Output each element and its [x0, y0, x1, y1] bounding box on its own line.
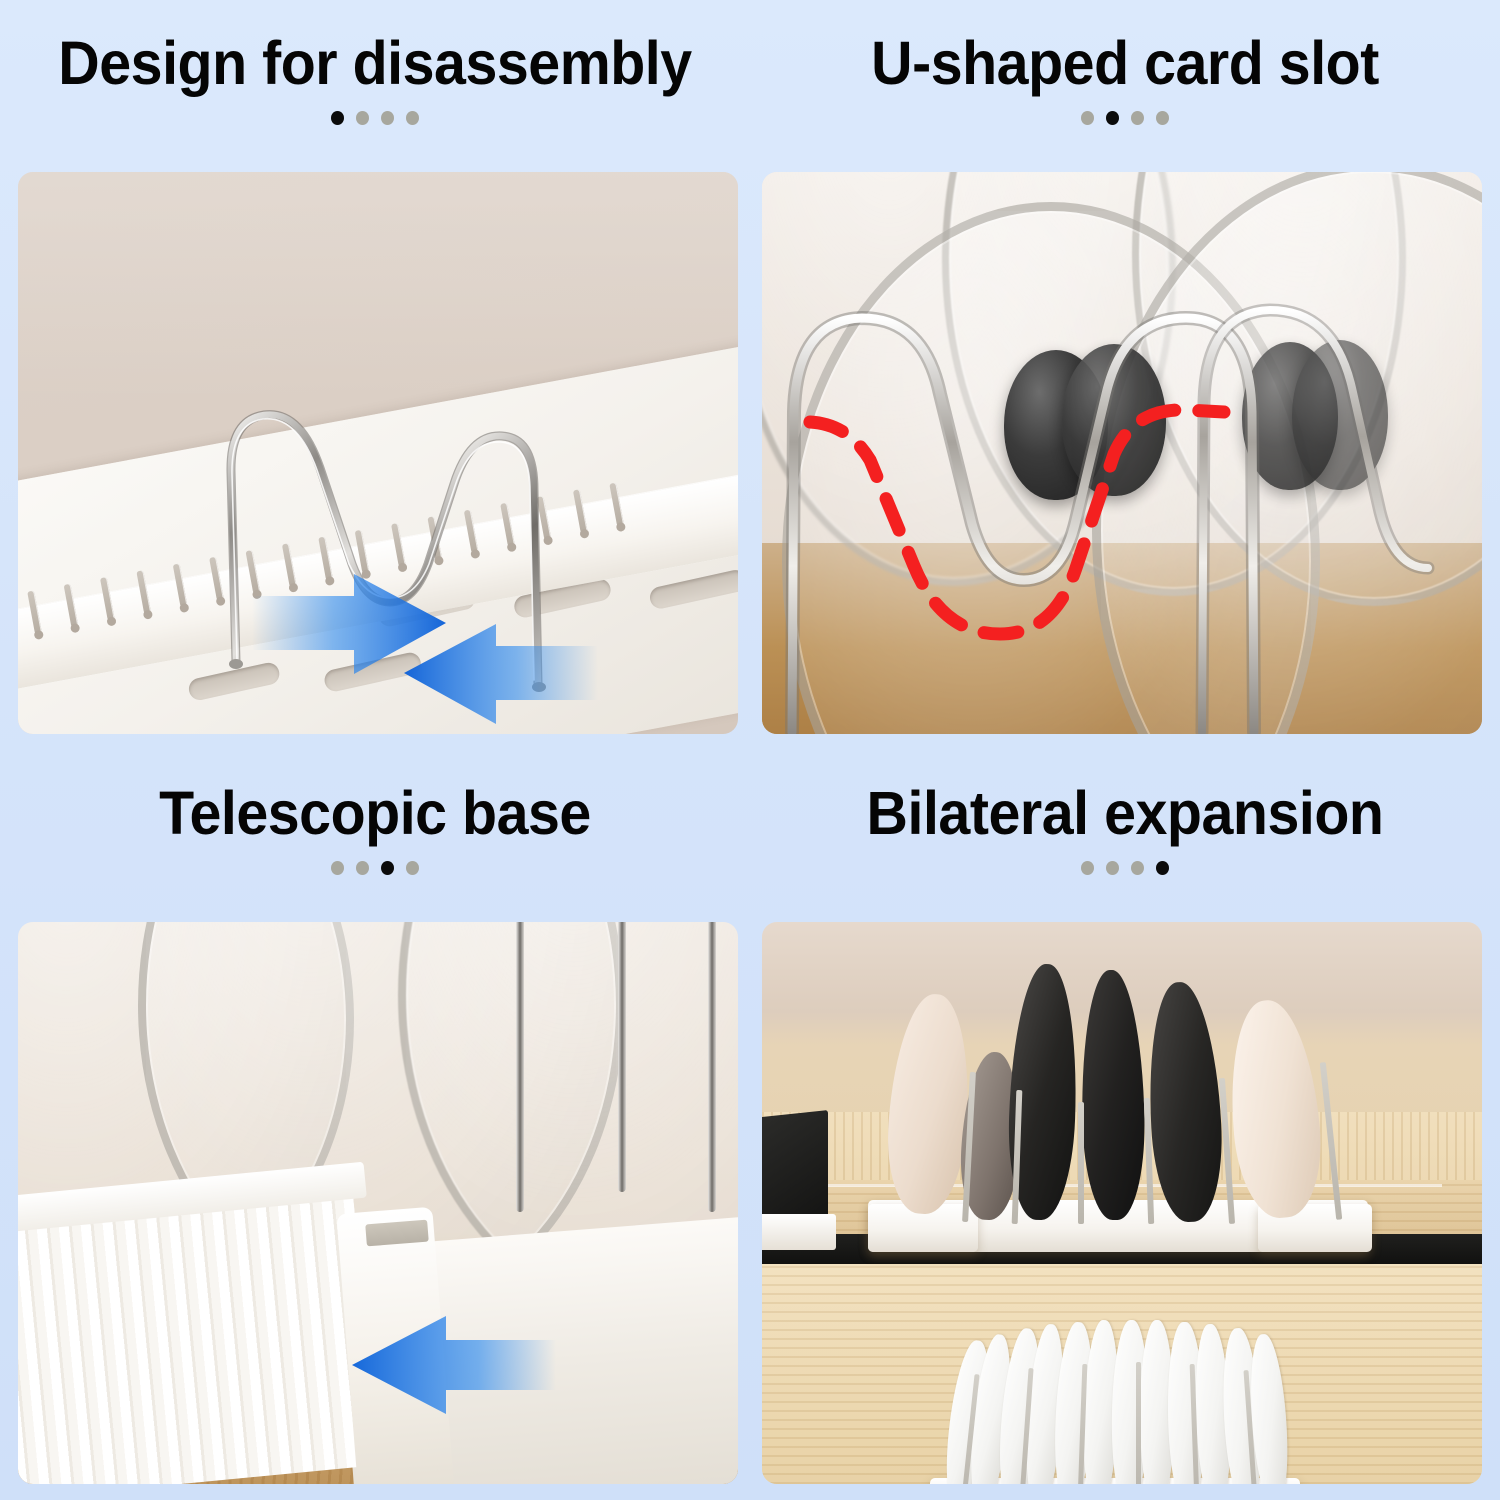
dot-indicator-2 — [1106, 861, 1119, 875]
dot-indicator-1 — [1081, 861, 1094, 875]
dot-indicator-4 — [1156, 111, 1169, 125]
panel-photo-u-slot — [762, 172, 1482, 734]
panel-title: Bilateral expansion — [866, 779, 1384, 847]
panel-title: Telescopic base — [159, 779, 591, 847]
panel-title: U-shaped card slot — [871, 29, 1379, 97]
panel-dots — [750, 861, 1500, 875]
panel-header: Telescopic base — [0, 750, 750, 922]
dot-indicator-2 — [1106, 111, 1119, 125]
arrow-left-icon — [404, 624, 598, 724]
dot-indicator-3 — [381, 111, 394, 125]
dot-indicator-1 — [331, 861, 344, 875]
panel-telescopic-base: Telescopic base — [0, 750, 750, 1500]
side-rack — [762, 1214, 836, 1250]
panel-title: Design for disassembly — [58, 29, 692, 97]
panel-u-shaped-card-slot: U-shaped card slot — [750, 0, 1500, 750]
arrow-left-icon — [352, 1316, 556, 1414]
panel-dots — [0, 861, 750, 875]
dot-indicator-2 — [356, 861, 369, 875]
arrow-right-icon — [252, 574, 446, 674]
panel-photo-bilateral — [762, 922, 1482, 1484]
u-shaped-wire-slots — [785, 303, 1435, 734]
dot-indicator-1 — [331, 111, 344, 125]
panel-dots — [0, 111, 750, 125]
dot-indicator-1 — [1081, 111, 1094, 125]
panel-photo-disassembly — [18, 172, 738, 734]
chrome-post — [708, 922, 716, 1212]
dot-indicator-3 — [381, 861, 394, 875]
chrome-post — [618, 922, 626, 1192]
plate-rack-divider — [1136, 1362, 1141, 1484]
panel-header: Design for disassembly — [0, 0, 750, 172]
dot-indicator-4 — [406, 111, 419, 125]
dot-indicator-2 — [356, 111, 369, 125]
panel-photo-telescopic — [18, 922, 738, 1484]
dot-indicator-4 — [406, 861, 419, 875]
panel-header: U-shaped card slot — [750, 0, 1500, 172]
dot-indicator-3 — [1131, 111, 1144, 125]
u-shape-highlight-curve — [803, 403, 1231, 641]
panel-header: Bilateral expansion — [750, 750, 1500, 922]
dot-indicator-4 — [1156, 861, 1169, 875]
rack-divider — [1078, 1102, 1084, 1224]
dot-indicator-3 — [1131, 861, 1144, 875]
panel-bilateral-expansion: Bilateral expansion — [750, 750, 1500, 1500]
chrome-post — [516, 922, 524, 1212]
panel-design-for-disassembly: Design for disassembly — [0, 0, 750, 750]
panel-dots — [750, 111, 1500, 125]
